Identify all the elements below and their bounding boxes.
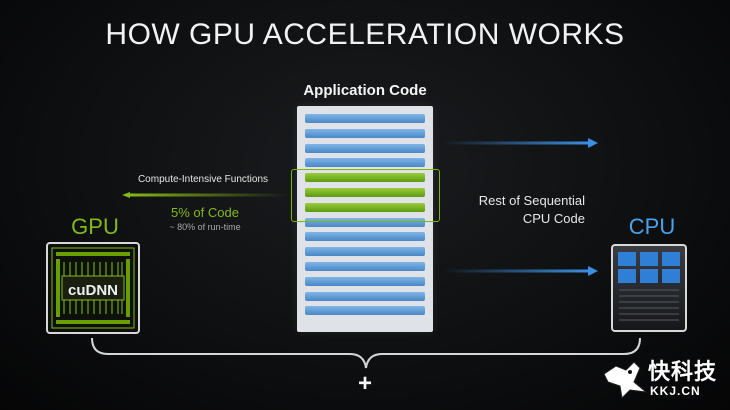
application-code-label: Application Code	[303, 82, 427, 99]
page-title: HOW GPU ACCELERATION WORKS	[105, 18, 625, 51]
code-bar-sequential	[305, 306, 425, 316]
arrow-right-icon	[443, 138, 598, 148]
curly-brace-icon	[91, 337, 641, 369]
sequential-line-2: CPU Code	[522, 211, 585, 226]
code-bar-sequential	[305, 114, 425, 123]
gpu-label: GPU	[71, 214, 119, 239]
combine-plus-symbol: +	[357, 370, 372, 397]
runtime-label: ~ 80% of run-time	[169, 222, 241, 232]
code-bar-sequential	[305, 128, 425, 138]
code-bar-sequential	[305, 291, 425, 301]
code-bar-sequential	[305, 217, 425, 227]
code-bar-sequential	[305, 276, 425, 286]
compute-intensive-highlight	[291, 169, 440, 222]
application-code-panel	[297, 106, 433, 332]
gpu-chip-icon	[46, 242, 140, 334]
cpu-chip-icon	[611, 244, 687, 332]
code-bar-sequential	[305, 143, 425, 153]
watermark-url: KKJ.CN	[650, 384, 701, 398]
compute-intensive-label: Compute-Intensive Functions	[137, 174, 269, 185]
code-bar-compute	[305, 173, 425, 183]
arrow-right-icon	[443, 266, 598, 276]
code-bar-sequential	[305, 247, 425, 257]
sequential-line-1: Rest of Sequential	[478, 193, 585, 208]
arrow-left-icon	[122, 192, 287, 198]
code-bar-compute	[305, 188, 425, 197]
code-bar-sequential	[305, 158, 425, 168]
code-bar-sequential	[305, 262, 425, 271]
code-bar-compute	[305, 202, 425, 212]
cpu-label: CPU	[628, 214, 676, 239]
percent-of-code-label: 5% of Code	[171, 205, 239, 220]
cudnn-label: cuDNN	[67, 282, 118, 299]
sequential-code-label: Rest of Sequential CPU Code	[440, 192, 585, 228]
bird-logo-icon	[603, 361, 648, 400]
code-bar-sequential	[305, 232, 425, 242]
watermark-name: 快科技	[648, 360, 718, 385]
